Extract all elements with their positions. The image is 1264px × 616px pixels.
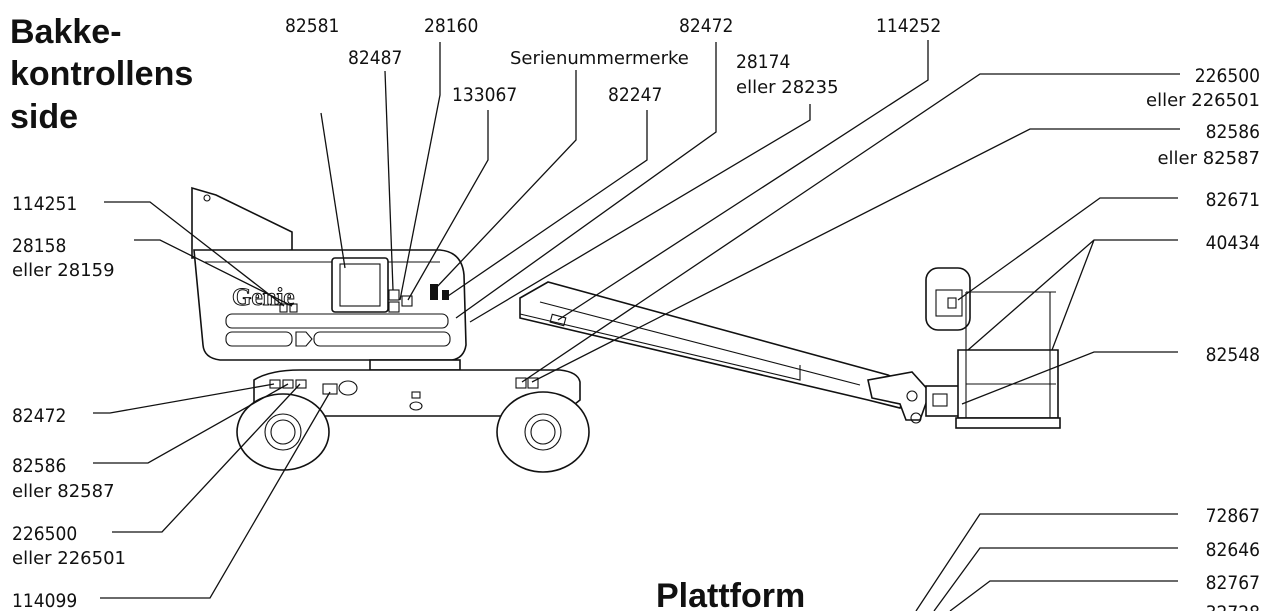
leader-82472-left bbox=[93, 383, 275, 414]
leader-82472-top bbox=[455, 42, 717, 319]
turntable-slot-right bbox=[313, 331, 451, 347]
turntable-slot-upper bbox=[225, 313, 449, 329]
label-serial-plate: Serienummermerke bbox=[510, 48, 689, 69]
label-226500-left: 226500 bbox=[12, 523, 77, 545]
leader-114251 bbox=[104, 201, 285, 307]
turntable-slot-left bbox=[225, 331, 293, 347]
front-wheel bbox=[496, 391, 590, 473]
label-226500-right: 226500 bbox=[1195, 65, 1260, 87]
heading-platform: Plattform bbox=[656, 577, 805, 611]
label-82581: 82581 bbox=[285, 15, 339, 37]
part-labels: 82581 28160 82472 114252 82487 Serienumm… bbox=[12, 15, 1260, 616]
leader-82548 bbox=[961, 351, 1178, 405]
machine-drawing: Genie bbox=[191, 186, 1061, 473]
rear-wheel bbox=[236, 393, 330, 471]
label-226500-left-alt: eller 226501 bbox=[12, 548, 126, 569]
leader-82646 bbox=[933, 547, 1178, 612]
leader-lines bbox=[93, 40, 1180, 612]
label-82586-right-alt: eller 82587 bbox=[1157, 148, 1260, 169]
label-114252: 114252 bbox=[876, 15, 941, 37]
label-28158: 28158 bbox=[12, 235, 66, 257]
leader-28160 bbox=[399, 42, 441, 301]
leader-82581 bbox=[320, 112, 346, 269]
leader-28158 bbox=[134, 239, 293, 307]
label-28160: 28160 bbox=[424, 15, 478, 37]
label-82472-top: 82472 bbox=[679, 15, 733, 37]
label-32728: 32728 bbox=[1206, 602, 1260, 611]
leader-40434 bbox=[967, 239, 1178, 351]
label-82646: 82646 bbox=[1206, 539, 1260, 561]
label-28174-alt: eller 28235 bbox=[736, 77, 839, 98]
label-82586-left: 82586 bbox=[12, 455, 66, 477]
genie-logo: Genie bbox=[232, 284, 295, 311]
boom-decal bbox=[549, 313, 567, 327]
leader-226500-left bbox=[112, 383, 301, 533]
label-82586-right: 82586 bbox=[1206, 121, 1260, 143]
leader-82247 bbox=[447, 110, 648, 297]
serial-plate-decal bbox=[430, 284, 438, 300]
rear-counterweight bbox=[191, 186, 293, 259]
label-82247: 82247 bbox=[608, 84, 662, 106]
label-28174: 28174 bbox=[736, 51, 790, 73]
chassis bbox=[253, 369, 581, 417]
leader-72867 bbox=[915, 513, 1178, 612]
leader-82671 bbox=[957, 197, 1178, 301]
label-82472-left: 82472 bbox=[12, 405, 66, 427]
label-82487: 82487 bbox=[348, 47, 402, 69]
leader-serial-plate bbox=[433, 70, 577, 291]
ground-control-box bbox=[331, 257, 389, 313]
label-114099: 114099 bbox=[12, 590, 77, 611]
label-82586-left-alt: eller 82587 bbox=[12, 481, 115, 502]
label-82767: 82767 bbox=[1206, 572, 1260, 594]
leader-114099 bbox=[100, 391, 331, 599]
label-82548: 82548 bbox=[1206, 344, 1260, 366]
leader-133067 bbox=[407, 110, 489, 301]
label-28158-alt: eller 28159 bbox=[12, 260, 115, 281]
leader-82767 bbox=[949, 580, 1178, 612]
leader-28174 bbox=[469, 104, 811, 323]
label-114251: 114251 bbox=[12, 193, 77, 215]
label-133067: 133067 bbox=[452, 84, 517, 106]
leader-226500-right bbox=[521, 73, 1180, 383]
label-82671: 82671 bbox=[1206, 189, 1260, 211]
heading-ground-side-line3: side bbox=[10, 98, 78, 136]
leader-82586-right bbox=[531, 128, 1180, 383]
leader-82487 bbox=[384, 70, 394, 291]
leader-114252 bbox=[557, 40, 929, 321]
label-72867: 72867 bbox=[1206, 505, 1260, 527]
platform-rotator bbox=[925, 385, 963, 417]
turntable-bearing bbox=[369, 359, 461, 371]
lift-point bbox=[203, 194, 211, 202]
label-226500-right-alt: eller 226501 bbox=[1146, 90, 1260, 111]
leader-82586-left bbox=[93, 383, 289, 464]
heading-ground-side-line1: Bakke- bbox=[10, 13, 122, 51]
heading-ground-side-line2: kontrollens bbox=[10, 55, 193, 93]
jib bbox=[867, 371, 931, 421]
label-40434: 40434 bbox=[1206, 232, 1260, 254]
platform-floor bbox=[955, 417, 1061, 429]
